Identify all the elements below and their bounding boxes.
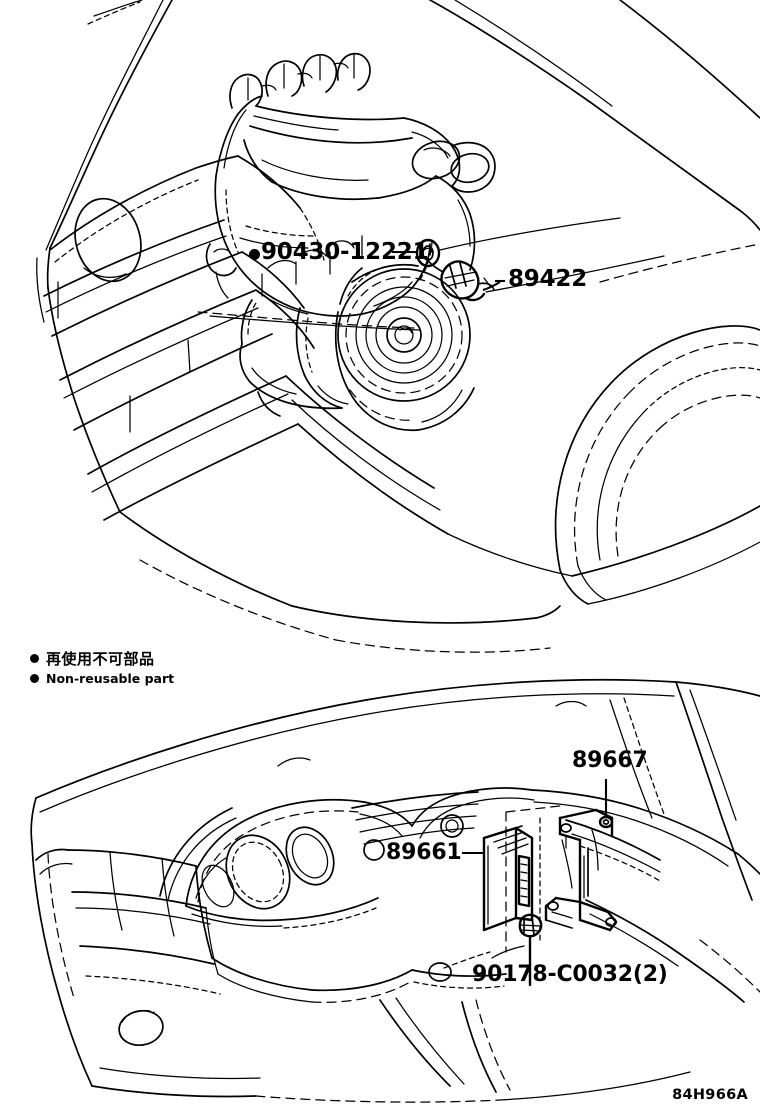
- legend-row-english: Non-reusable part: [30, 671, 174, 686]
- callout-89661: 89661: [386, 840, 462, 865]
- callout-90178-text: 90178-C0032(2): [472, 962, 668, 987]
- sheet-id: 84H966A: [672, 1087, 748, 1103]
- callout-89661-text: 89661: [386, 840, 462, 865]
- legend-block: 再使用不可部品 Non-reusable part: [30, 648, 174, 688]
- filled-circle-icon: [30, 654, 39, 663]
- callout-90430-12221: 90430-12221: [249, 239, 429, 265]
- filled-circle-icon: [30, 674, 39, 683]
- non-reusable-marker-icon: [249, 249, 260, 260]
- callout-89667: 89667: [572, 748, 648, 773]
- callout-89667-text: 89667: [572, 748, 648, 773]
- callout-90430-text: 90430-12221: [261, 239, 429, 265]
- legend-english-text: Non-reusable part: [46, 671, 175, 686]
- legend-japanese-text: 再使用不可部品: [46, 650, 155, 668]
- callout-89422-text: 89422: [508, 266, 588, 292]
- callout-89422: 89422: [508, 266, 587, 292]
- legend-row-japanese: 再使用不可部品: [30, 648, 174, 669]
- callout-90178-c0032: 90178-C0032(2): [472, 962, 668, 987]
